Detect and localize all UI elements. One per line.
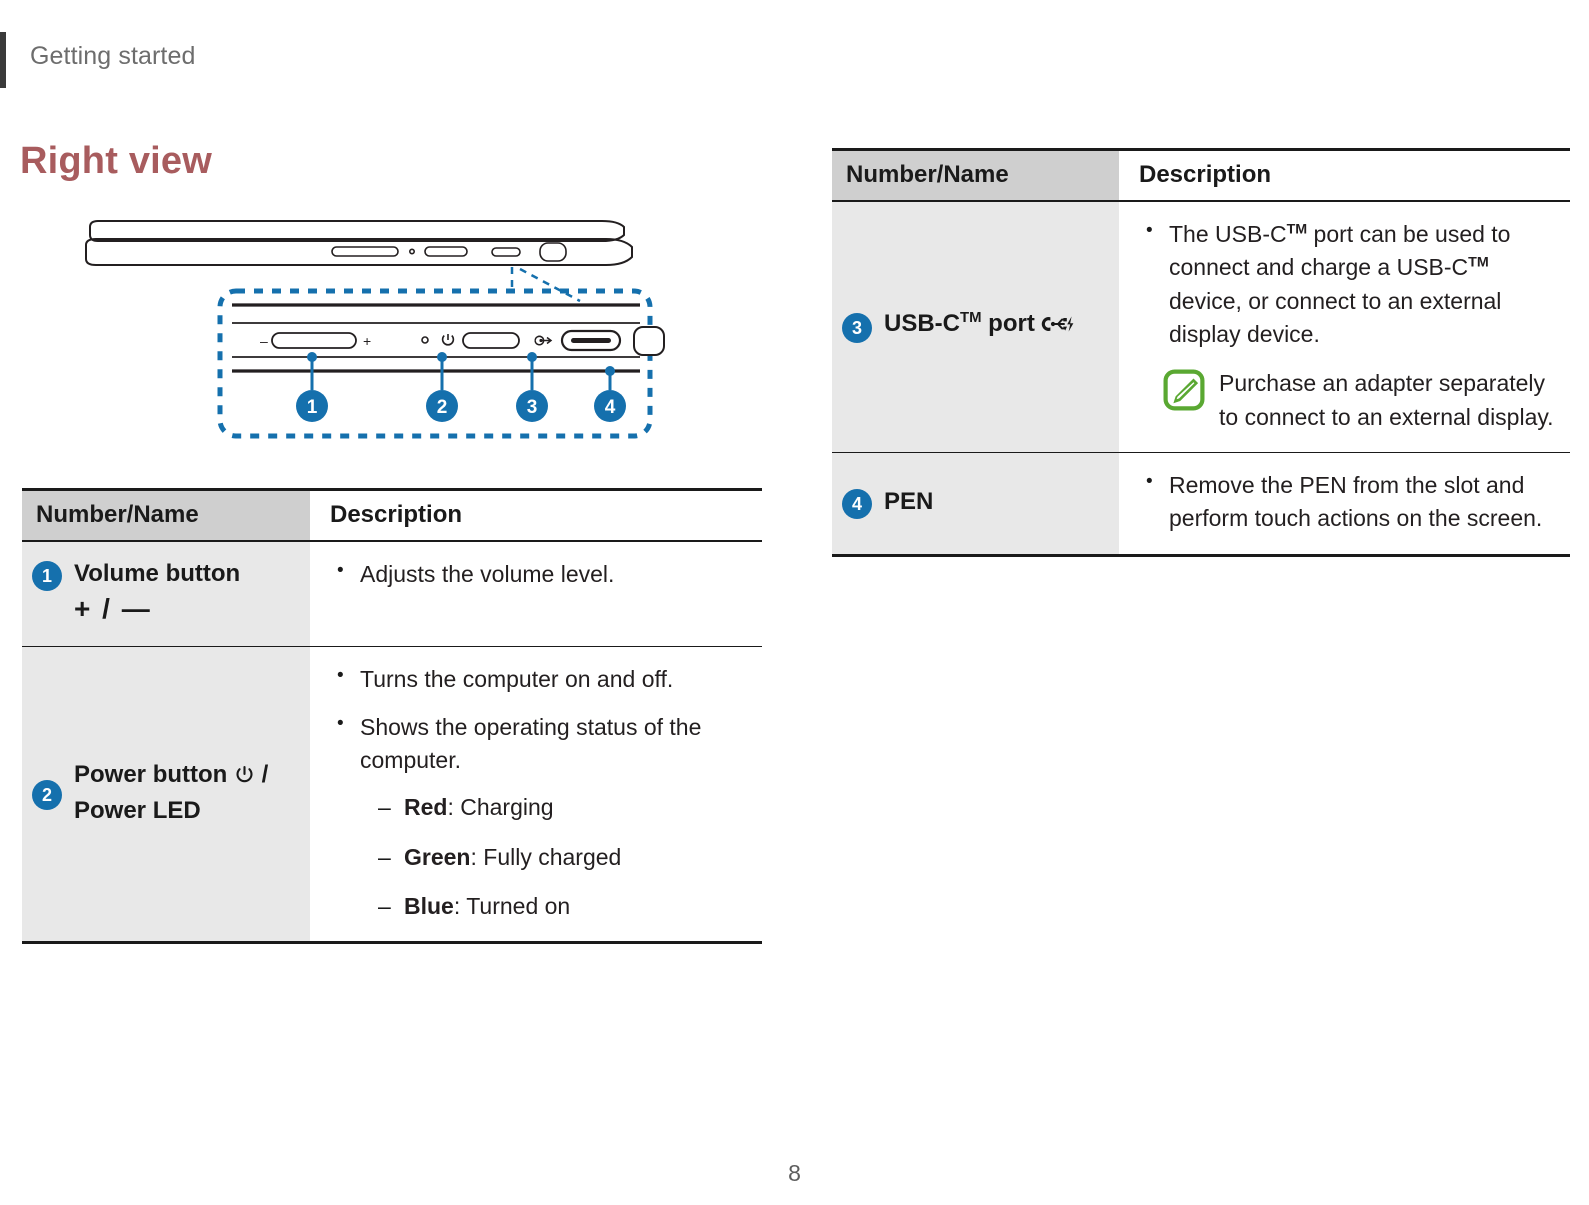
column-header-number-name: Number/Name — [832, 148, 1119, 202]
table-row: 2 Power button / Power LED Turns the com… — [22, 646, 762, 945]
name-slash: / — [261, 761, 269, 789]
callout-marker-1: 1 — [296, 352, 328, 422]
list-item: Turns the computer on and off. — [330, 662, 750, 696]
status-text-blue: Turned on — [466, 892, 571, 919]
callout-marker-3: 3 — [516, 352, 548, 422]
number-badge-1: 1 — [32, 561, 62, 591]
running-head: Getting started — [30, 42, 196, 70]
sub-list-item: Green: Fully charged — [360, 841, 750, 875]
list-item: Remove the PEN from the slot and perform… — [1139, 468, 1558, 536]
bullet-text: Turns the computer on and off. — [360, 666, 674, 693]
status-label-blue: Blue — [404, 892, 454, 919]
page-number: 8 — [788, 1160, 801, 1186]
separator: : — [470, 843, 484, 870]
row-name-cell: 3 USB-CTM port — [832, 201, 1119, 454]
usb-c-charge-icon — [1041, 311, 1075, 343]
bullet-text: Remove the PEN from the slot and perform… — [1169, 472, 1543, 532]
page-title: Right view — [20, 140, 213, 182]
callout-marker-4: 4 — [594, 366, 626, 422]
row-description-cell: Adjusts the volume level. — [310, 541, 762, 648]
number-badge-3: 3 — [842, 312, 872, 343]
row-name-cell: 1 Volume button + / — — [22, 541, 310, 648]
note-callout: Purchase an adapter separately to connec… — [1139, 367, 1558, 434]
list-item: The USB-CTM port can be used to connect … — [1139, 217, 1558, 351]
svg-text:2: 2 — [437, 397, 448, 418]
status-text-red: Charging — [460, 794, 554, 821]
column-header-description: Description — [310, 488, 762, 542]
column-header-number-name: Number/Name — [22, 488, 310, 542]
column-header-description: Description — [1119, 148, 1570, 202]
bullet-text-part: The USB-C — [1169, 221, 1287, 247]
pen-slot-shape — [633, 326, 665, 356]
callout-marker-2: 2 — [426, 352, 458, 422]
separator: : — [453, 892, 467, 919]
number-badge-2: 2 — [32, 779, 62, 810]
svg-text:1: 1 — [307, 397, 318, 418]
row-name-suffix: port — [981, 310, 1035, 338]
note-pen-icon — [1163, 369, 1205, 434]
page-binding-mark — [0, 32, 6, 88]
bullet-text-part: port can be used to connect and charge a… — [1169, 221, 1511, 281]
row-description-cell: Remove the PEN from the slot and perform… — [1119, 452, 1570, 557]
row-name-label: PEN — [884, 488, 934, 516]
number-badge-4: 4 — [842, 488, 872, 519]
callout-dashed-frame — [217, 288, 653, 439]
table-row: 1 Volume button + / — Adjusts the volume… — [22, 541, 762, 648]
left-spec-table: Number/Name Description 1 Volume button … — [22, 488, 762, 945]
trademark-mark: TM — [1468, 254, 1489, 271]
svg-text:3: 3 — [527, 397, 538, 418]
list-item: Adjusts the volume level. — [330, 557, 750, 591]
volume-rocker-shape: – + — [260, 332, 371, 349]
right-spec-table: Number/Name Description 3 USB-CTM port — [832, 148, 1570, 557]
row-name-cell: 2 Power button / Power LED — [22, 646, 310, 945]
row-name-label: Power button — [74, 761, 228, 789]
row-description-cell: The USB-CTM port can be used to connect … — [1119, 201, 1570, 454]
separator: : — [447, 794, 461, 821]
row-name-cell: 4 PEN — [832, 452, 1119, 557]
note-text: Purchase an adapter separately to connec… — [1219, 370, 1554, 430]
row-name-label-2: Power LED — [74, 796, 201, 824]
power-button-shape — [421, 332, 520, 349]
usb-c-port-shape — [534, 329, 622, 352]
list-item: Shows the operating status of the comput… — [330, 710, 750, 924]
bullet-text: Shows the operating status of the comput… — [360, 713, 702, 773]
row-name-label: Volume button — [74, 560, 241, 587]
trademark-mark: TM — [960, 310, 982, 327]
status-label-green: Green — [404, 843, 471, 870]
row-name-label: USB-C — [884, 310, 960, 338]
sub-list-item: Red: Charging — [360, 791, 750, 825]
sub-list-item: Blue: Turned on — [360, 890, 750, 924]
power-icon — [234, 762, 255, 794]
table-header-row: Number/Name Description — [832, 148, 1570, 202]
table-row: 4 PEN Remove the PEN from the slot and p… — [832, 452, 1570, 557]
volume-plus-minus-symbols: + / — — [74, 593, 152, 625]
svg-text:–: – — [260, 333, 268, 349]
right-view-figure: – + — [20, 205, 780, 465]
row-description-cell: Turns the computer on and off. Shows the… — [310, 646, 762, 945]
svg-text:+: + — [363, 333, 371, 349]
bullet-text: Adjusts the volume level. — [360, 561, 615, 587]
device-right-view-illustration: – + — [85, 220, 665, 439]
bullet-text-part: device, or connect to an external displa… — [1169, 287, 1502, 348]
status-label-red: Red — [404, 794, 448, 821]
table-row: 3 USB-CTM port — [832, 201, 1570, 454]
trademark-mark: TM — [1286, 221, 1308, 238]
svg-text:4: 4 — [605, 397, 616, 418]
status-text-green: Fully charged — [483, 843, 622, 870]
table-header-row: Number/Name Description — [22, 488, 762, 542]
